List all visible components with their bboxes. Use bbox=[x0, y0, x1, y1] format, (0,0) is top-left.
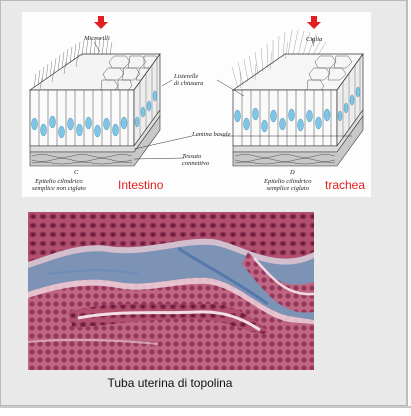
left-epithelium-block bbox=[28, 37, 161, 167]
panel-c-caption: Epitelio cilindrico semplice non ciglato bbox=[32, 178, 86, 192]
tight-junctions-label: Listerelle di chiusura bbox=[174, 73, 204, 87]
cilia-label: Ciglia bbox=[306, 36, 323, 43]
connective-tissue-label: Tessuto connettivo bbox=[182, 153, 210, 167]
epithelium-diagram: Microvilli Ciglia Listerelle di chiusura… bbox=[22, 12, 371, 197]
panel-d-caption: Epitelio cilindrico semplice ciglato bbox=[264, 178, 312, 192]
intestine-label: Intestino bbox=[118, 178, 164, 192]
right-epithelium-block bbox=[231, 29, 364, 167]
basal-lamina-label: Lamina basale bbox=[192, 131, 231, 138]
left-arrow-icon bbox=[94, 16, 108, 30]
trachea-label: trachea bbox=[325, 178, 366, 192]
epithelium-drawing bbox=[28, 29, 364, 167]
micrograph-drawing bbox=[28, 212, 314, 370]
leader-lines bbox=[93, 37, 352, 160]
panel-d-letter: D bbox=[290, 169, 295, 176]
right-arrow-icon bbox=[307, 16, 321, 30]
microvilli-label: Microvilli bbox=[84, 35, 110, 42]
tissue-micrograph bbox=[28, 212, 314, 370]
micrograph-caption: Tuba uterina di topolina bbox=[107, 376, 233, 390]
panel-c-letter: C bbox=[74, 169, 79, 176]
bottom-divider bbox=[0, 406, 411, 408]
